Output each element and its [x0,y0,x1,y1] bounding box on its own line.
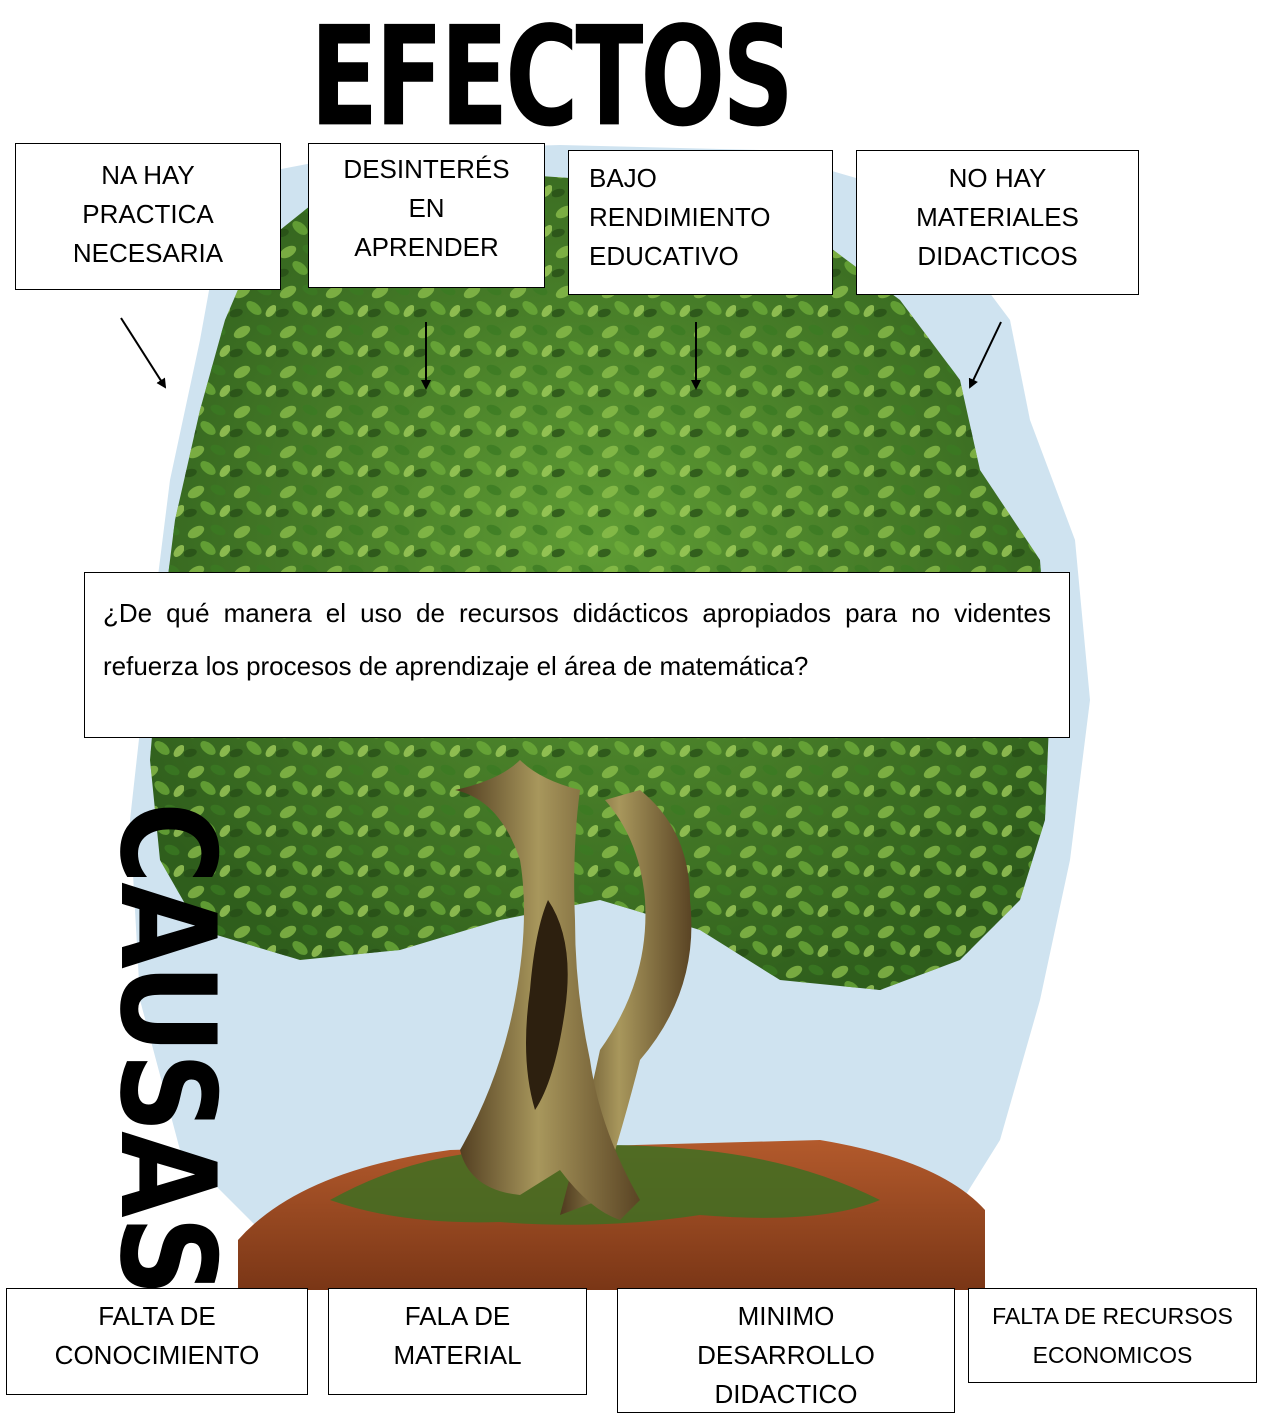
trunk-hollow [526,900,568,1110]
effect-box-practice: NA HAY PRACTICA NECESARIA [15,143,281,290]
effect-line: NECESARIA [72,238,224,268]
cause-box-material: FALA DE MATERIAL [328,1288,587,1395]
cause-line: FALTA DE RECURSOS [992,1303,1233,1329]
cause-line: DIDACTICO [714,1379,858,1409]
cause-line: DESARROLLO [697,1340,875,1370]
effect-line: EN [408,193,445,223]
effect-line: PRACTICA [82,199,214,229]
effect-line: MATERIALES [916,202,1079,232]
effect-box-materials: NO HAY MATERIALES DIDACTICOS [856,150,1139,295]
problem-statement: ¿De qué manera el uso de recursos didáct… [84,572,1070,738]
effect-line: BAJO [589,163,657,193]
effect-line: EDUCATIVO [589,241,739,271]
cause-line: CONOCIMIENTO [54,1340,260,1370]
cause-line: MINIMO [737,1301,835,1331]
effect-line: NO HAY [948,163,1047,193]
cause-box-knowledge: FALTA DE CONOCIMIENTO [6,1288,308,1395]
effect-line: RENDIMIENTO [589,202,771,232]
effects-heading: EFECTOS [310,0,794,158]
effect-line: APRENDER [354,232,499,262]
arrow [968,321,1002,389]
cause-line: FALTA DE [98,1301,216,1331]
cause-box-economic: FALTA DE RECURSOS ECONOMICOS [968,1288,1257,1383]
effect-line: DESINTERÉS [343,154,510,184]
effect-line: NA HAY [101,160,195,190]
cause-line: FALA DE [404,1301,511,1331]
effect-line: DIDACTICOS [917,241,1078,271]
effect-box-performance: BAJO RENDIMIENTO EDUCATIVO [568,150,833,295]
cause-box-development: MINIMO DESARROLLO DIDACTICO [617,1288,955,1413]
effect-box-disinterest: DESINTERÉS EN APRENDER [308,143,545,288]
causes-heading: CAUSAS [90,802,243,1295]
arrow [120,317,167,389]
cause-line: MATERIAL [393,1340,522,1370]
cause-line: ECONOMICOS [1032,1342,1193,1368]
